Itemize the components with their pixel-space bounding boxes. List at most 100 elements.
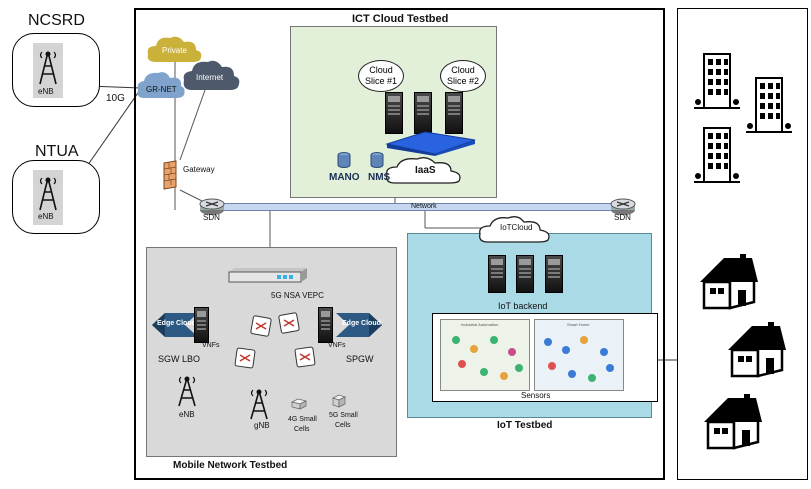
ict-server-1 bbox=[385, 92, 403, 134]
sdn-right-label: SDN bbox=[614, 213, 631, 222]
internet-link bbox=[179, 89, 206, 161]
slice1-line2: Slice #1 bbox=[364, 76, 398, 86]
vepc-server-icon bbox=[228, 268, 307, 283]
iot-server-1 bbox=[488, 255, 506, 293]
mobile-enb-label: eNB bbox=[179, 410, 195, 419]
panel-smarthome-label: Smart Home bbox=[567, 322, 590, 327]
ntua-title: NTUA bbox=[35, 143, 79, 160]
sensor-dot bbox=[568, 370, 576, 378]
slice2-line2: Slice #2 bbox=[446, 76, 480, 86]
switch-icon-3 bbox=[234, 347, 256, 369]
iot-server-2 bbox=[516, 255, 534, 293]
cells-4g-line2: Cells bbox=[294, 426, 310, 433]
gateway-label: Gateway bbox=[183, 165, 215, 174]
spgw-label: SPGW bbox=[346, 354, 374, 364]
house-icon bbox=[728, 322, 786, 378]
ict-server-2 bbox=[414, 92, 432, 134]
slice1-line1: Cloud bbox=[369, 65, 393, 75]
iaas-label: IaaS bbox=[415, 165, 436, 176]
iot-server-3 bbox=[545, 255, 563, 293]
sensor-dot bbox=[562, 346, 570, 354]
grnet-cloud-icon bbox=[137, 72, 185, 98]
sensors-label: Sensors bbox=[521, 391, 551, 400]
edge-cloud-right-label: Edge Cloud bbox=[342, 320, 381, 327]
cells-4g-line1: 4G Small bbox=[288, 416, 317, 423]
sensor-dot bbox=[515, 364, 523, 372]
iot-title: IoT Testbed bbox=[497, 420, 553, 431]
small-cell-5g-icon bbox=[332, 394, 346, 408]
vnfs-left-label: VNFs bbox=[202, 342, 220, 349]
ict-server-3 bbox=[445, 92, 463, 134]
cells-5g-line2: Cells bbox=[335, 422, 351, 429]
edge-cloud-left-label: Edge Cloud bbox=[157, 320, 196, 327]
link-speed-label: 10G bbox=[106, 93, 125, 104]
office-building-icon bbox=[694, 127, 740, 183]
small-cell-4g-icon bbox=[290, 398, 308, 410]
mano-label: MANO bbox=[329, 172, 360, 183]
private-cloud-label: Private bbox=[162, 46, 187, 55]
switch-icon-1 bbox=[250, 315, 272, 337]
sensor-dot bbox=[480, 368, 488, 376]
sensor-panel-smarthome bbox=[534, 319, 624, 391]
switch-icon-2 bbox=[278, 312, 300, 334]
ntua-antenna-icon bbox=[39, 177, 57, 211]
network-label: Network bbox=[411, 203, 437, 210]
house-icon bbox=[704, 394, 762, 450]
iot-cloud-icon bbox=[479, 216, 550, 243]
sensor-dot bbox=[544, 338, 552, 346]
mobile-title: Mobile Network Testbed bbox=[173, 460, 288, 471]
vnfs-right-label: VNFs bbox=[328, 342, 346, 349]
sensor-dot bbox=[580, 336, 588, 344]
sensor-dot bbox=[600, 348, 608, 356]
ict-title: ICT Cloud Testbed bbox=[352, 13, 449, 25]
private-cloud-icon bbox=[147, 36, 202, 62]
mano-database-icon bbox=[337, 152, 351, 168]
sensor-dot bbox=[500, 372, 508, 380]
ncsrd-antenna-icon bbox=[39, 51, 57, 85]
mobile-gnb-antenna-icon bbox=[250, 389, 268, 420]
sensor-dot bbox=[470, 345, 478, 353]
ncsrd-enb-label: eNB bbox=[38, 87, 54, 96]
cells-5g-line1: 5G Small bbox=[329, 412, 358, 419]
main-testbed-frame bbox=[134, 8, 665, 480]
sgw-label: SGW LBO bbox=[158, 354, 201, 364]
sensor-dot bbox=[452, 336, 460, 344]
sensor-dot bbox=[458, 360, 466, 368]
mobile-server-right bbox=[318, 307, 333, 343]
ncsrd-title: NCSRD bbox=[28, 12, 85, 29]
sdn-router-right-icon bbox=[610, 198, 636, 215]
iaas-cloud-icon bbox=[386, 157, 461, 184]
grnet-cloud-label: GR-NET bbox=[146, 85, 177, 94]
nms-database-icon bbox=[370, 152, 384, 168]
iot-cloud-label: IoTCloud bbox=[500, 223, 533, 232]
switch-icon-4 bbox=[294, 346, 316, 368]
edge-cloud-left-icon bbox=[152, 313, 198, 337]
panel-industrial-label: Industrial Automation bbox=[461, 322, 499, 327]
internet-cloud-icon bbox=[183, 60, 240, 90]
gateway-firewall-icon bbox=[163, 160, 177, 190]
sensor-dot bbox=[606, 364, 614, 372]
sdn-left-label: SDN bbox=[203, 213, 220, 222]
slice2-line1: Cloud bbox=[451, 65, 475, 75]
internet-cloud-label: Internet bbox=[196, 73, 224, 82]
sensor-dot bbox=[508, 348, 516, 356]
sensor-dot bbox=[490, 336, 498, 344]
office-building-icon bbox=[746, 77, 792, 133]
iaas-platform-icon bbox=[385, 131, 476, 156]
mobile-server-left bbox=[194, 307, 209, 343]
edge-cloud-right-icon bbox=[336, 313, 382, 337]
nms-label: NMS bbox=[368, 172, 391, 183]
vepc-label: 5G NSA VEPC bbox=[271, 291, 324, 300]
sensor-dot bbox=[548, 362, 556, 370]
iot-backend-label: IoT backend bbox=[498, 301, 548, 311]
mobile-gnb-label: gNB bbox=[254, 421, 270, 430]
sensor-dot bbox=[588, 374, 596, 382]
mobile-enb-antenna-icon bbox=[178, 376, 196, 407]
ntua-enb-label: eNB bbox=[38, 212, 54, 221]
sensor-panel-industrial bbox=[440, 319, 530, 391]
office-building-icon bbox=[694, 53, 740, 109]
house-icon bbox=[700, 254, 758, 310]
city-panel bbox=[677, 8, 808, 480]
